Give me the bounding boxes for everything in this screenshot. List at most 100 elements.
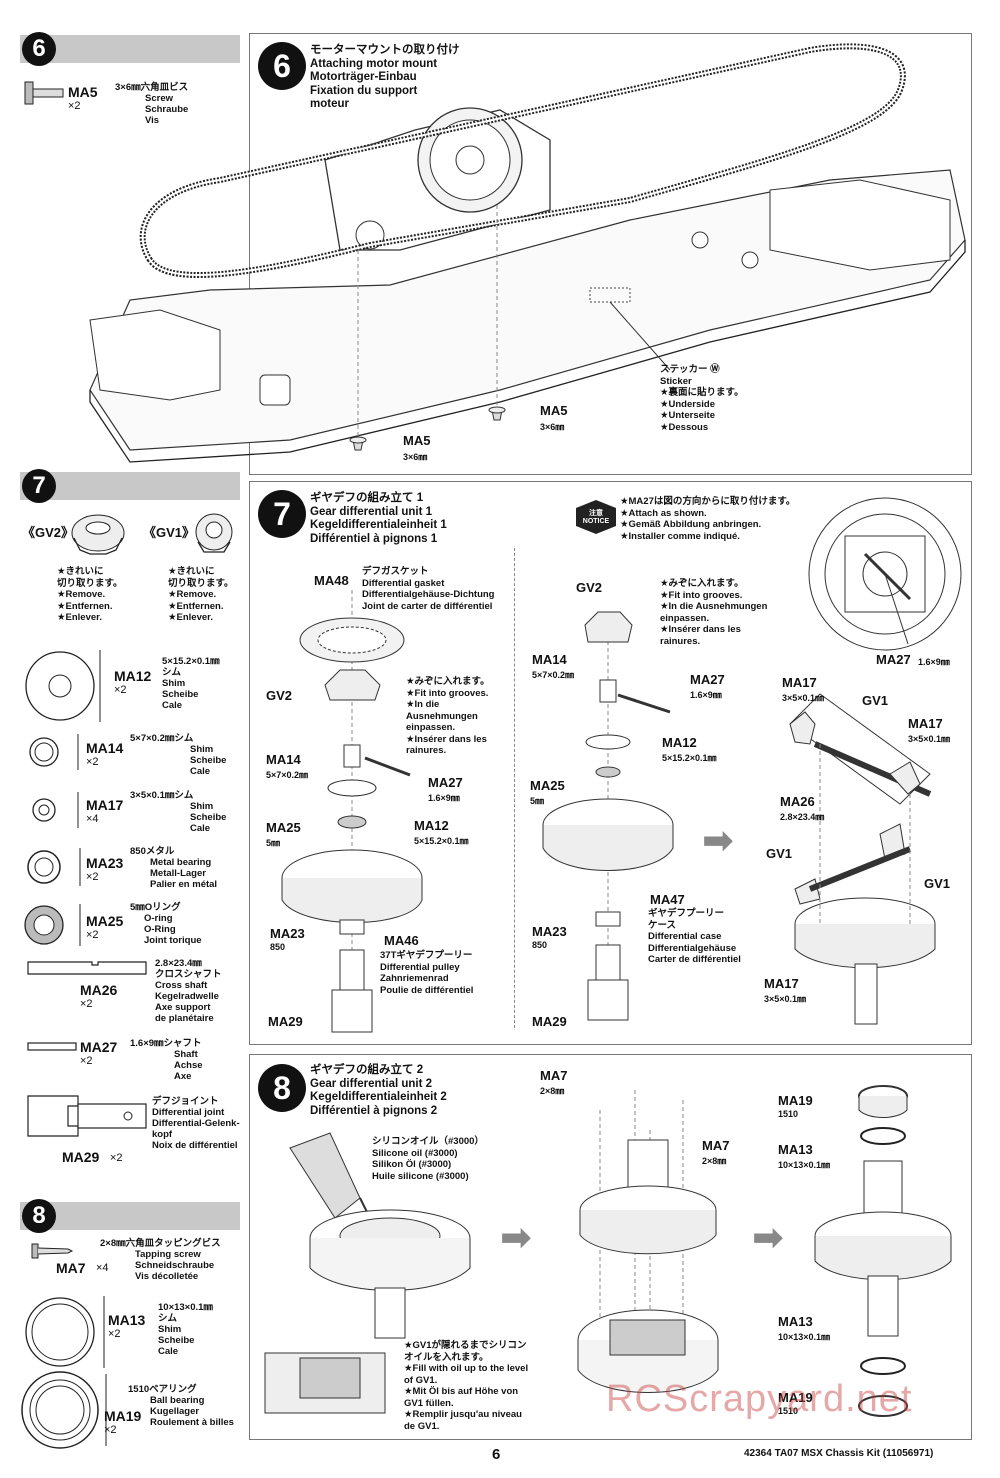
title-line: Attaching motor mount	[310, 57, 438, 70]
part-qty-ma5: ×2	[68, 100, 81, 112]
part-code-ma7: MA7	[56, 1260, 86, 1276]
s8-ma19-label-a: MA19	[778, 1093, 813, 1108]
s7r-ma17-label-a: MA17	[782, 675, 817, 690]
fill-oil-note: ★GV1が隠れるまでシリコン オイルを入れます。 ★Fill with oil …	[404, 1340, 528, 1432]
s8-ma13-size-a: 10×13×0.1㎜	[778, 1160, 831, 1170]
desc-line: Kugellager	[150, 1406, 200, 1417]
part-qty-ma7: ×4	[96, 1262, 109, 1274]
note-line: ★みぞに入れます。	[660, 578, 744, 589]
desc-line: Roulement à billes	[150, 1417, 234, 1428]
note-line: ★Unterseite	[660, 410, 715, 421]
part-qty-ma23: ×2	[86, 871, 99, 883]
s7-ma23-label: MA23	[270, 926, 305, 941]
watermark: RCScrapyard.net	[606, 1378, 913, 1420]
gv1-label: 《GV1》	[143, 525, 196, 540]
part-code-ma25: MA25	[86, 913, 124, 929]
desc-line: Differential joint	[152, 1107, 225, 1118]
s7-grooves-note: ★みぞに入れます。 ★Fit into grooves. ★In die Aus…	[406, 676, 490, 757]
ma23-bearing-icon	[27, 848, 81, 886]
ma29-diff-joint-icon	[27, 1095, 147, 1137]
note-line: Ausnehmungen	[406, 710, 478, 722]
part-code-ma17: MA17	[86, 797, 124, 813]
s7r-ma26-size: 2.8×23.4㎜	[780, 812, 825, 822]
step8-number: 8	[258, 1064, 306, 1112]
footer-kit-code: 42364 TA07 MSX Chassis Kit (11056971)	[744, 1448, 934, 1459]
gv2-remove-note: ★きれいに 切り取ります。 ★Remove. ★Entfernen. ★Enle…	[57, 566, 123, 624]
note-line: of GV1.	[404, 1374, 438, 1386]
ma7-screw-icon	[31, 1243, 74, 1259]
notice-icon	[576, 500, 616, 534]
desc-line: Metall-Lager	[150, 868, 206, 879]
sticker-note: ステッカー Ⓦ Sticker ★裏面に貼ります。 ★Underside ★Un…	[660, 364, 744, 433]
gv2-label: 《GV2》	[22, 525, 75, 540]
part-desc-ma13: 10×13×0.1㎜ シム Shim Scheibe Cale	[158, 1302, 213, 1357]
note-line: ★きれいに	[57, 566, 104, 577]
part-code-ma13: MA13	[108, 1312, 146, 1328]
step7-right-assembly-view	[789, 497, 962, 1025]
part-desc-ma23: 850メタル Metal bearing Metall-Lager Palier…	[130, 846, 217, 890]
note-line: ★Gemäß Abbildung anbringen.	[620, 519, 762, 530]
desc-line: 10×13×0.1㎜	[158, 1302, 213, 1313]
s7-ma12-label: MA12	[414, 818, 449, 833]
page-number: 6	[492, 1446, 501, 1463]
desc-line: Scheibe	[158, 1335, 195, 1346]
notice-badge: 注意 NOTICE	[582, 510, 610, 525]
step8-right-assembly-view	[814, 1085, 952, 1417]
desc-line: 5×15.2×0.1㎜	[162, 656, 220, 667]
s7m-ma47-label: MA47	[650, 892, 685, 907]
s7-ma14-size: 5×7×0.2㎜	[266, 770, 309, 780]
part-code-ma19: MA19	[104, 1408, 142, 1424]
note-line: ★Insérer dans les	[406, 733, 487, 745]
desc-line: 5×7×0.2㎜シム	[130, 733, 194, 744]
note-line: ★MA27は図の方向からに取り付けます。	[620, 496, 796, 507]
note-line: ★Dessous	[660, 421, 709, 433]
part-code-ma12: MA12	[114, 668, 152, 684]
ma26-cross-shaft-icon	[27, 961, 147, 975]
step8-middle-assembly-view	[577, 1090, 719, 1393]
part-desc-ma17: 3×5×0.1㎜シム Shim Scheibe Cale	[130, 790, 226, 834]
desc-line: Cale	[190, 766, 211, 777]
title-line: Fixation du support	[310, 84, 418, 97]
desc-line: Shim	[190, 801, 214, 812]
note-line: ステッカー Ⓦ	[660, 364, 720, 375]
desc-line: Axe	[174, 1071, 192, 1082]
s8-ma7-size-b: 2×8㎜	[702, 1156, 727, 1166]
s7-ma46-desc: 37Tギヤデフプーリー Differential pulley Zahnriem…	[380, 950, 473, 996]
desc-line: O-Ring	[144, 924, 176, 935]
part-code-ma29: MA29	[62, 1149, 100, 1165]
desc-line: Shim	[162, 678, 186, 689]
s7-ma25-size: 5㎜	[266, 838, 281, 848]
step6-parts-header	[20, 35, 240, 63]
note-line: ★Fit into grooves.	[660, 589, 743, 601]
note-line: Poulie de différentiel	[380, 984, 474, 996]
desc-line: 5㎜Oリング	[130, 902, 181, 913]
ma12-shim-icon	[25, 650, 101, 722]
note-line: Differential pulley	[380, 961, 460, 973]
s8-ma13-size-b: 10×13×0.1㎜	[778, 1332, 831, 1342]
s7r-ma27-size: 1.6×9㎜	[918, 657, 950, 667]
note-line: ★Underside	[660, 398, 715, 410]
part-desc-ma27: 1.6×9㎜シャフト Shaft Achse Axe	[130, 1038, 203, 1082]
desc-line: Shim	[190, 744, 214, 755]
desc-line: de planétaire	[155, 1013, 214, 1024]
part-code-ma23: MA23	[86, 855, 124, 871]
step7-title: ギヤデフの組み立て 1 Gear differential unit 1 Keg…	[310, 492, 447, 546]
s7-ma25-label: MA25	[266, 820, 301, 835]
s7r-gv1-label-b: GV1	[766, 846, 793, 861]
note-line: Differentialgehäuse	[648, 942, 737, 954]
step7-parts-number: 7	[22, 469, 56, 503]
note-line: ★きれいに	[168, 566, 215, 577]
desc-line: Vis décolletée	[135, 1271, 199, 1282]
part-qty-ma29: ×2	[110, 1152, 123, 1164]
s7m-ma27-size: 1.6×9㎜	[690, 690, 722, 700]
title-line: moteur	[310, 98, 349, 110]
note-line: ★Insérer dans les	[660, 624, 741, 635]
desc-line: 3×5×0.1㎜シム	[130, 790, 194, 801]
desc-line: Ball bearing	[150, 1395, 205, 1406]
step6-title: モーターマウントの取り付け Attaching motor mount Moto…	[310, 44, 460, 112]
note-line: ★Remove.	[57, 589, 106, 600]
title-line: Différentiel à pignons 1	[310, 532, 438, 545]
note-line: 切り取ります。	[168, 577, 234, 589]
s8-ma7-label-b: MA7	[702, 1138, 730, 1153]
note-line: ★In die	[406, 699, 440, 710]
